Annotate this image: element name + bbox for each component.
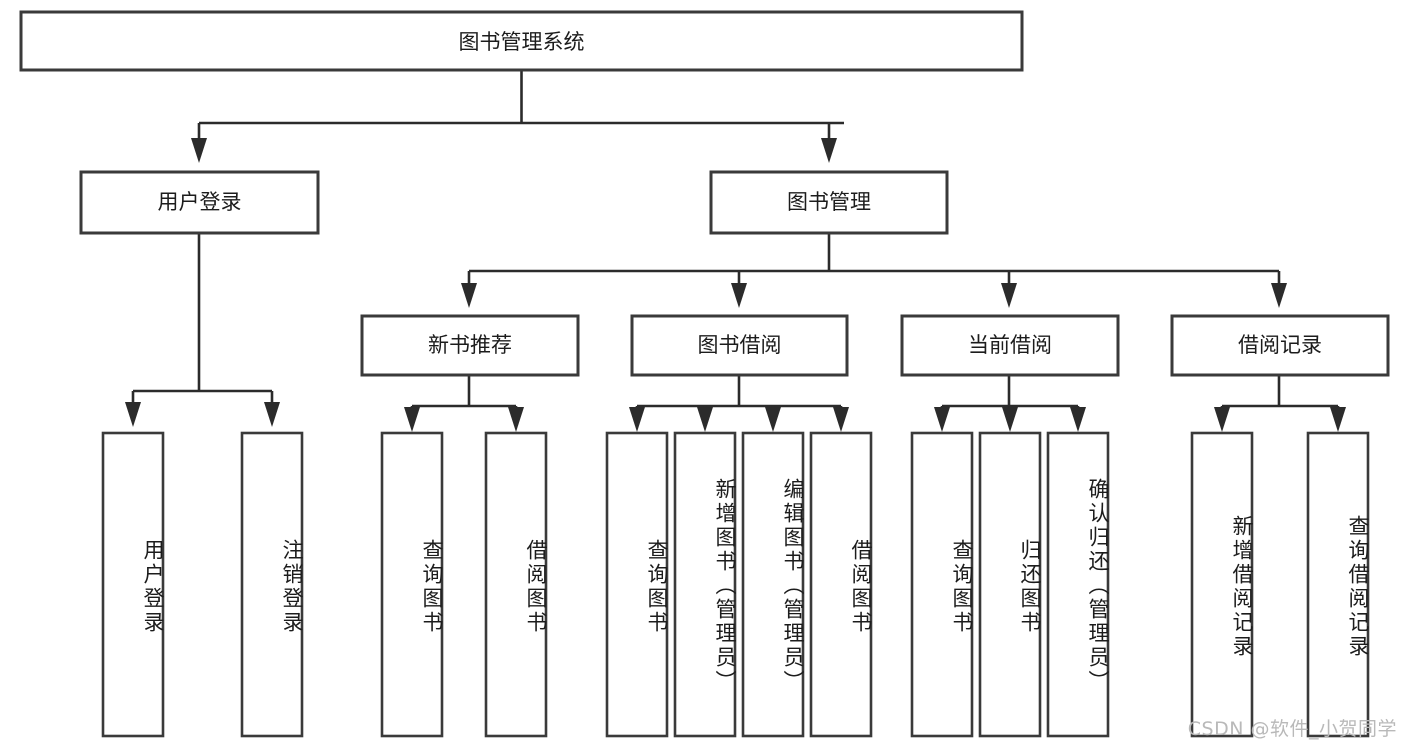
node-new-book-label: 新书推荐 (428, 333, 512, 357)
leaf-box-new-book-1[interactable] (484, 431, 548, 738)
arrowhead-leaf-bookborrow-4 (833, 407, 849, 432)
leaf-box-new-book-0[interactable] (380, 431, 444, 738)
arrowhead-bookmgmt (821, 138, 837, 163)
arrowhead-leaf-borrowrecord-1 (1214, 407, 1230, 432)
leaf-box-current-borrow-1[interactable] (978, 431, 1042, 738)
node-root-label: 图书管理系统 (459, 30, 585, 54)
leaf-box-book-borrow-3[interactable] (809, 431, 873, 738)
connector-group-bookborrow (629, 375, 849, 432)
connector-group-bookmgmt (461, 233, 1287, 308)
leaf-box-current-borrow-0[interactable] (910, 431, 974, 738)
csdn-watermark: CSDN @软件_小贺同学 (1187, 718, 1397, 740)
leaf-box-user-login-0[interactable] (101, 431, 165, 738)
node-borrow-record-box[interactable] (1170, 314, 1390, 377)
arrowhead-leaf-user-login-2 (264, 402, 280, 427)
leaf-box-borrow-record-0[interactable] (1190, 431, 1254, 738)
arrowhead-currentborrow (1001, 283, 1017, 308)
node-borrow-record-label: 借阅记录 (1238, 333, 1322, 357)
leaf-box-book-borrow-1[interactable] (673, 431, 737, 738)
arrowhead-leaf-currentborrow-3 (1070, 407, 1086, 432)
arrowhead-leaf-newbook-1 (404, 407, 420, 432)
leaf-box-current-borrow-2[interactable] (1046, 431, 1110, 738)
arrowhead-leaf-borrowrecord-2 (1330, 407, 1346, 432)
node-book-borrow-box[interactable] (630, 314, 849, 377)
arrowhead-leaf-user-login-1 (125, 402, 141, 427)
leaf-box-borrow-record-1[interactable] (1306, 431, 1370, 738)
leaf-box-book-borrow-0[interactable] (605, 431, 669, 738)
arrowhead-newbook (461, 283, 477, 308)
connector-group-currentborrow (934, 375, 1086, 432)
connector-group-newbook (404, 375, 524, 432)
connector-group-userlogin (125, 233, 280, 427)
node-current-borrow-label: 当前借阅 (968, 333, 1052, 357)
node-book-management-label: 图书管理 (787, 190, 871, 214)
arrowhead-leaf-bookborrow-2 (697, 407, 713, 432)
node-root-box[interactable] (19, 10, 1024, 72)
arrowhead-leaf-currentborrow-2 (1002, 407, 1018, 432)
node-current-borrow-box[interactable] (900, 314, 1120, 377)
arrowhead-borrowrecord (1271, 283, 1287, 308)
arrowhead-leaf-bookborrow-1 (629, 407, 645, 432)
arrowhead-leaf-newbook-2 (508, 407, 524, 432)
arrowhead-leaf-currentborrow-1 (934, 407, 950, 432)
leaf-box-user-login-1[interactable] (240, 431, 304, 738)
node-user-login-box[interactable] (79, 170, 320, 235)
connector-group-root (191, 70, 844, 163)
node-user-login-label: 用户登录 (158, 190, 242, 214)
node-book-management-box[interactable] (709, 170, 949, 235)
node-new-book-box[interactable] (360, 314, 580, 377)
arrowhead-bookborrow (731, 283, 747, 308)
connector-group-borrowrecord (1214, 375, 1346, 432)
arrowhead-userlogin (191, 138, 207, 163)
leaf-box-book-borrow-2[interactable] (741, 431, 805, 738)
arrowhead-leaf-bookborrow-3 (765, 407, 781, 432)
node-book-borrow-label: 图书借阅 (698, 333, 782, 357)
